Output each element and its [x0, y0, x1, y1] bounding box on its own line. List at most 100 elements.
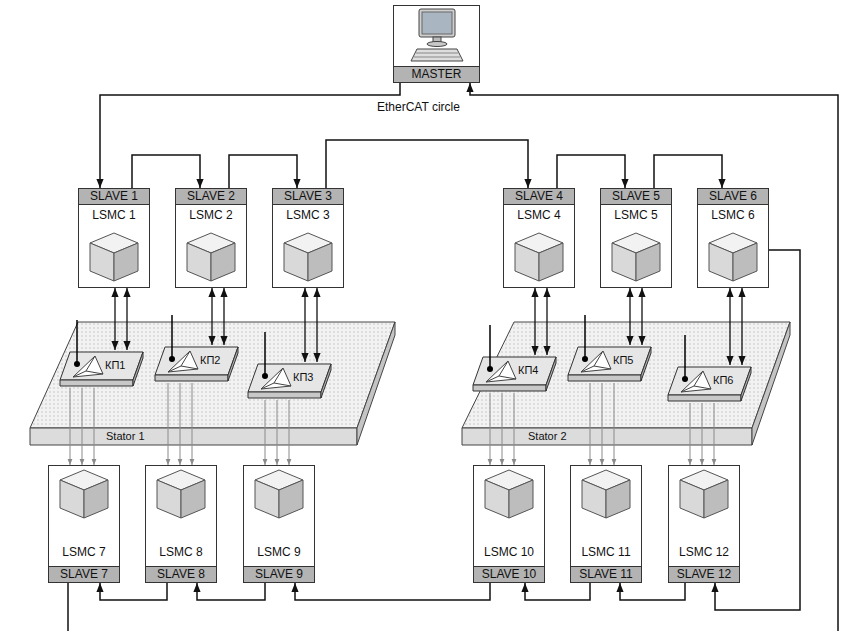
bus-connector — [197, 583, 265, 600]
slave-controller: LSMC 12SLAVE 12 — [668, 465, 740, 583]
sensor-arrow — [192, 383, 193, 465]
slave-controller: LSMC 8 SLAVE 8 — [145, 465, 217, 583]
stator-plate: Stator 2КП4КП5КП6 — [460, 318, 795, 448]
controller-cube — [58, 468, 110, 520]
controller-cube — [88, 231, 140, 283]
bus-connector — [100, 583, 167, 600]
sensor-arrow — [614, 383, 615, 465]
bus-connector — [326, 140, 528, 188]
node-header: SLAVE 7 — [49, 566, 119, 582]
drive-arrow — [729, 288, 730, 365]
slave-controller: SLAVE 1LSMC 1 — [78, 188, 150, 288]
node-label: LSMC 11 — [571, 545, 641, 559]
sensor-arrow — [82, 388, 83, 465]
bus-connector — [654, 155, 722, 188]
drive-arrow — [114, 288, 115, 350]
bus-exit-wire — [67, 583, 69, 631]
controller-cube — [513, 231, 565, 283]
controller-cube — [707, 231, 759, 283]
drive-arrow — [629, 288, 630, 345]
node-label: LSMC 6 — [698, 208, 768, 222]
node-header: SLAVE 4 — [504, 189, 574, 205]
bus-connector — [620, 583, 685, 600]
motor-plate — [243, 362, 333, 400]
drive-arrow — [534, 288, 535, 355]
motor-label: КП5 — [613, 354, 633, 367]
bus-connector — [715, 250, 800, 610]
node-header: SLAVE 5 — [601, 189, 671, 205]
node-label: LSMC 8 — [146, 545, 216, 559]
stator-plate: Stator 1 КП1 КП2КП3 — [28, 318, 400, 448]
node-label: LSMC 9 — [244, 545, 314, 559]
controller-cube — [282, 231, 334, 283]
bus-label: EtherCAT circle — [375, 100, 462, 114]
stator-label: Stator 1 — [106, 429, 145, 443]
slave-controller: SLAVE 4 LSMC 4 — [503, 188, 575, 288]
controller-cube — [185, 231, 237, 283]
sensor-arrow — [602, 383, 603, 465]
motor-plate — [563, 345, 653, 383]
sensor-arrow — [289, 400, 290, 465]
bus-connector — [100, 83, 400, 188]
node-header: SLAVE 10 — [474, 566, 544, 582]
slave-controller: SLAVE 2 LSMC 2 — [175, 188, 247, 288]
motor-plate — [150, 345, 240, 383]
sensor-arrow — [277, 400, 278, 465]
node-label: LSMC 5 — [601, 208, 671, 222]
controller-cube — [610, 231, 662, 283]
bus-connector — [557, 155, 625, 188]
master-pc: MASTER — [393, 5, 480, 83]
motor-label: КП2 — [200, 354, 220, 367]
node-header: SLAVE 9 — [244, 566, 314, 582]
node-label: LSMC 10 — [474, 545, 544, 559]
drive-arrow — [304, 288, 305, 362]
planar-motor: КП5 — [563, 345, 653, 383]
sensor-arrow — [70, 388, 71, 465]
motor-plate — [663, 365, 753, 403]
sensor-arrow — [490, 393, 491, 465]
sensor-arrow — [514, 393, 515, 465]
node-header: MASTER — [394, 66, 479, 82]
node-header: SLAVE 8 — [146, 566, 216, 582]
node-header: SLAVE 1 — [79, 189, 149, 205]
planar-motor: КП1 — [55, 350, 145, 388]
drive-arrow — [546, 288, 547, 355]
slave-controller: LSMC 11SLAVE 11 — [570, 465, 642, 583]
slave-controller: LSMC 7SLAVE 7 — [48, 465, 120, 583]
node-label: LSMC 3 — [273, 208, 343, 222]
sensor-arrow — [590, 383, 591, 465]
drive-arrow — [741, 288, 742, 365]
controller-cube — [678, 468, 730, 520]
sensor-arrow — [702, 403, 703, 465]
motor-label: КП1 — [105, 359, 125, 372]
drive-arrow — [223, 288, 224, 345]
drive-arrow — [641, 288, 642, 345]
sensor-arrow — [265, 400, 266, 465]
slave-controller: LSMC 9 SLAVE 9 — [243, 465, 315, 583]
motor-plate — [468, 355, 558, 393]
planar-motor: КП3 — [243, 362, 333, 400]
sensor-arrow — [168, 383, 169, 465]
computer-icon — [407, 7, 467, 65]
planar-motor: КП6 — [663, 365, 753, 403]
motor-label: КП4 — [518, 364, 538, 377]
bus-connector — [229, 155, 297, 188]
node-header: SLAVE 6 — [698, 189, 768, 205]
node-label: LSMC 2 — [176, 208, 246, 222]
controller-cube — [580, 468, 632, 520]
sensor-arrow — [690, 403, 691, 465]
node-label: LSMC 12 — [669, 545, 739, 559]
slave-controller: SLAVE 3LSMC 3 — [272, 188, 344, 288]
sensor-arrow — [94, 388, 95, 465]
motor-label: КП6 — [713, 374, 733, 387]
drive-arrow — [211, 288, 212, 345]
bus-connector — [132, 155, 200, 188]
drive-arrow — [126, 288, 127, 350]
bus-connector — [295, 583, 490, 600]
slave-controller: SLAVE 5 LSMC 5 — [600, 188, 672, 288]
sensor-arrow — [180, 383, 181, 465]
node-label: LSMC 4 — [504, 208, 574, 222]
node-header: SLAVE 2 — [176, 189, 246, 205]
